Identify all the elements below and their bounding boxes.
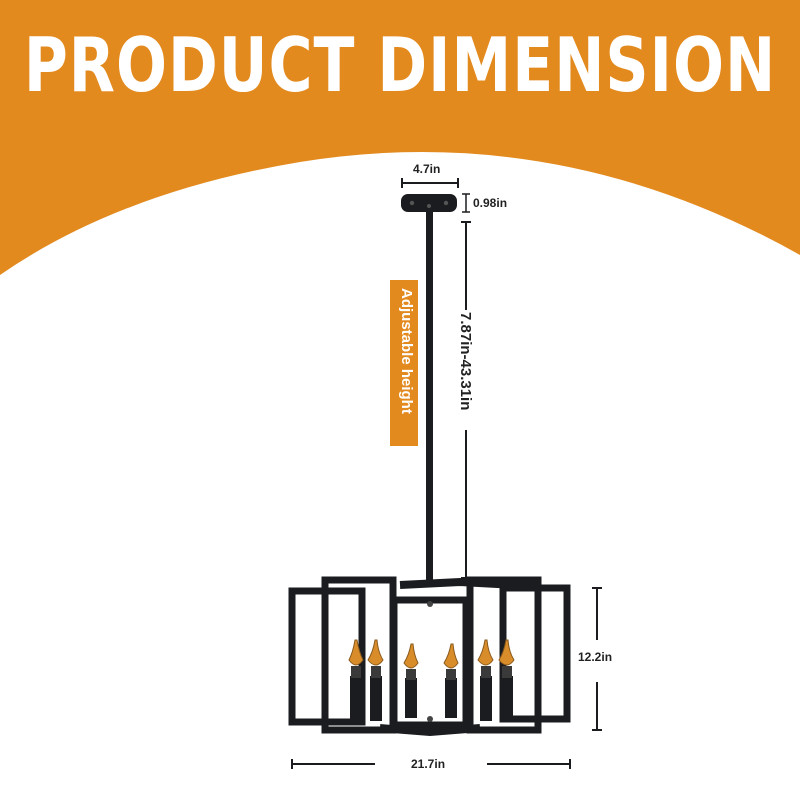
canopy-height-line <box>462 193 470 213</box>
hardware-dot-top <box>427 601 433 607</box>
bulb <box>477 639 494 721</box>
canopy <box>401 194 457 212</box>
bulb <box>443 643 459 718</box>
rod-length-label: 7.87in-43.31in <box>457 312 474 411</box>
bulb <box>403 643 419 718</box>
canopy-height-label: 0.98in <box>473 196 508 210</box>
fixture-height-label: 12.2in <box>578 650 613 664</box>
rod-length-line <box>461 221 471 579</box>
chandelier-frame <box>288 576 571 737</box>
hardware-dot-bottom <box>427 716 433 722</box>
bulb <box>348 639 364 721</box>
fixture-width-label: 21.7in <box>411 757 446 771</box>
canopy-width-line <box>401 178 459 188</box>
page-title: PRODUCT DIMENSION <box>23 22 777 110</box>
adjustable-height-badge <box>390 280 418 446</box>
down-rod <box>426 211 433 586</box>
header-banner <box>0 0 800 275</box>
bulb <box>498 639 515 721</box>
fixture-width-line <box>291 759 571 769</box>
bulbs <box>348 639 515 721</box>
bulb <box>367 639 384 721</box>
adjustable-height-label: Adjustable height <box>398 288 415 414</box>
canopy-width-label: 4.7in <box>413 162 441 176</box>
fixture-height-line <box>592 587 602 731</box>
